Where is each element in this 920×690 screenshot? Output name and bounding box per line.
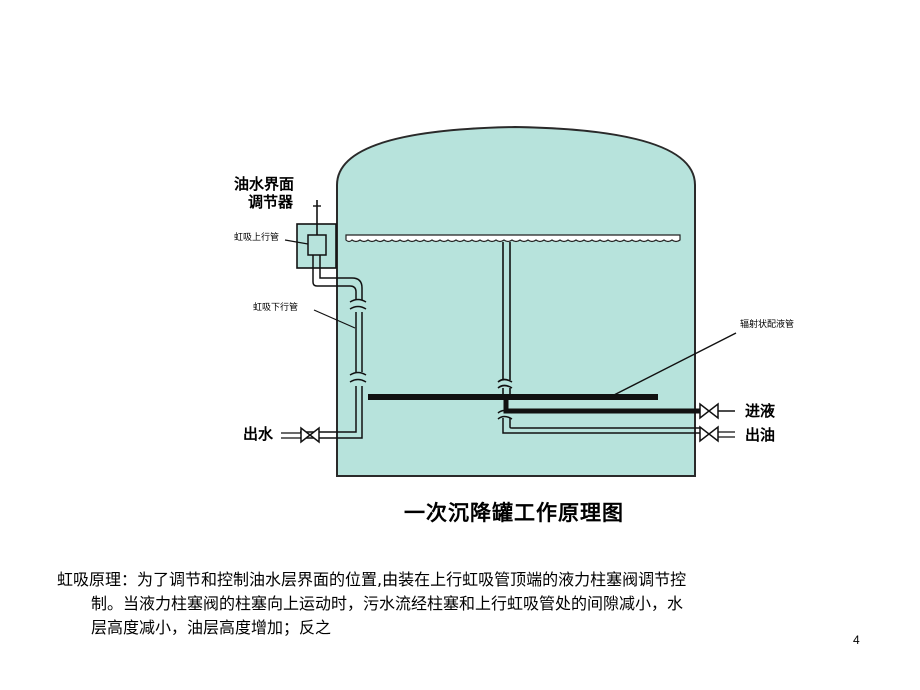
description-text: 虹吸原理：为了调节和控制油水层界面的位置,由装在上行虹吸管顶端的液力柱塞阀调节控…	[57, 568, 872, 640]
label-oil-outlet: 出油	[745, 426, 776, 444]
label-siphon-down-pipe: 虹吸下行管	[253, 303, 299, 313]
oil-outlet-pipe	[497, 409, 700, 434]
oil-outlet-valve	[699, 425, 719, 443]
inlet-valve	[699, 402, 719, 420]
description-line-3: 层高度减小，油层高度增加；反之	[91, 618, 332, 637]
description-line-1: 虹吸原理：为了调节和控制油水层界面的位置,由装在上行虹吸管顶端的液力柱塞阀调节控	[57, 570, 687, 589]
label-siphon-up-pipe: 虹吸上行管	[234, 233, 280, 243]
siphon-down-leader	[313, 309, 356, 329]
diagram-title: 一次沉降罐工作原理图	[404, 501, 624, 525]
label-interface-regulator-line1: 油水界面	[234, 175, 295, 193]
regulator-inner	[307, 234, 327, 256]
description-line-2: 制。当液力柱塞阀的柱塞向上运动时，污水流经柱塞和上行虹吸管处的间隙减小，水	[91, 594, 684, 613]
radial-distributor-bar	[368, 394, 658, 400]
label-radial-distributor: 辐射状配液管	[740, 320, 795, 330]
label-water-outlet: 出水	[243, 425, 274, 443]
water-outlet-valve	[300, 426, 320, 444]
tank-body	[336, 125, 696, 477]
central-oil-pipe	[497, 242, 513, 398]
radial-distributor-leader	[611, 332, 737, 397]
siphon-up-leader	[284, 239, 309, 245]
page-number: 4	[853, 633, 860, 647]
label-interface-regulator-line2: 调节器	[248, 193, 294, 211]
top-collector-plate	[345, 234, 681, 243]
label-inlet: 进液	[745, 402, 776, 420]
